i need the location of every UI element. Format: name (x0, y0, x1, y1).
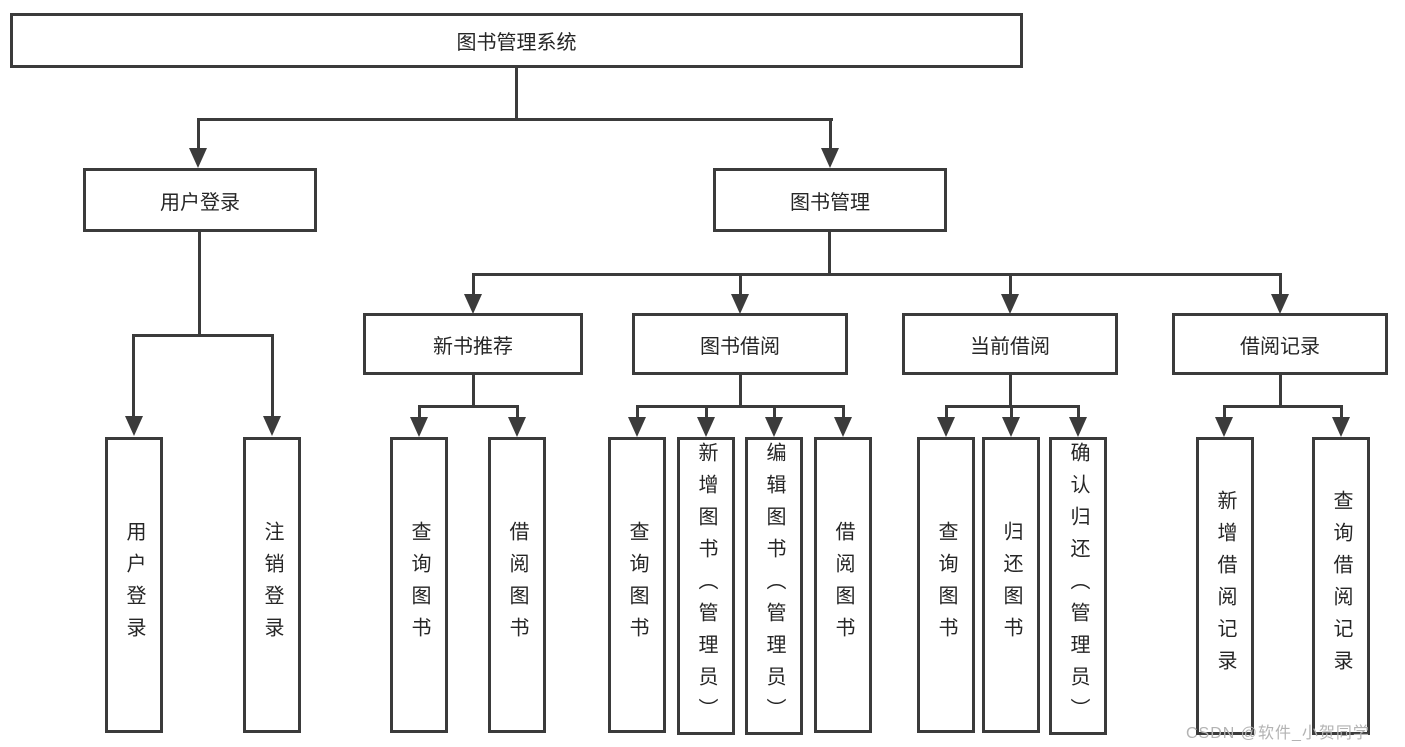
connector-cb-vline (1009, 375, 1012, 408)
connector-root-hline (197, 118, 833, 121)
node-leaf-borrow-books-2-label: 借阅图书 (832, 521, 854, 649)
arrow-down-icon (937, 417, 955, 437)
connector-nbr-arrow2-shaft (516, 405, 519, 419)
connector-bm-arrow3-shaft (1009, 273, 1012, 297)
node-leaf-edit-books-admin: 编辑图书（管理员） (745, 437, 803, 735)
node-leaf-borrow-books-1: 借阅图书 (488, 437, 546, 733)
arrow-down-icon (464, 294, 482, 314)
connector-nbr-vline (472, 375, 475, 408)
node-leaf-user-login: 用户登录 (105, 437, 163, 733)
arrow-down-icon (189, 148, 207, 168)
node-borrowing-records-label: 借阅记录 (1240, 335, 1320, 358)
node-new-book-recommend-label: 新书推荐 (433, 335, 513, 358)
connector-book-management-vline (828, 232, 831, 276)
node-leaf-borrow-books-2: 借阅图书 (814, 437, 872, 733)
connector-cb-arrow2-shaft (1010, 405, 1013, 419)
node-current-borrowing: 当前借阅 (902, 313, 1118, 375)
arrow-down-icon (1215, 417, 1233, 437)
node-leaf-query-books-3: 查询图书 (917, 437, 975, 733)
arrow-down-icon (765, 417, 783, 437)
arrow-down-icon (1002, 417, 1020, 437)
connector-nbr-arrow1-shaft (418, 405, 421, 419)
node-leaf-query-books-2: 查询图书 (608, 437, 666, 733)
connector-bm-arrow4-shaft (1279, 273, 1282, 297)
node-leaf-edit-books-admin-label: 编辑图书（管理员） (763, 442, 785, 730)
node-leaf-logout-label: 注销登录 (261, 521, 283, 649)
arrow-down-icon (1332, 417, 1350, 437)
node-leaf-return-books: 归还图书 (982, 437, 1040, 733)
node-leaf-add-books-admin: 新增图书（管理员） (677, 437, 735, 735)
node-current-borrowing-label: 当前借阅 (970, 335, 1050, 358)
node-user-login-label: 用户登录 (160, 191, 240, 214)
arrow-down-icon (628, 417, 646, 437)
connector-bb-arrow3-shaft (773, 405, 776, 419)
node-book-borrowing-label: 图书借阅 (700, 335, 780, 358)
connector-user-login-hline (132, 334, 274, 337)
node-root-label: 图书管理系统 (456, 32, 577, 54)
connector-book-management-hline (473, 273, 1281, 276)
connector-nbr-hline (418, 405, 519, 408)
connector-bb-arrow2-shaft (705, 405, 708, 419)
node-leaf-query-books-1: 查询图书 (390, 437, 448, 733)
arrow-down-icon (1271, 294, 1289, 314)
arrow-down-icon (410, 417, 428, 437)
node-leaf-user-login-label: 用户登录 (123, 521, 145, 649)
arrow-down-icon (263, 416, 281, 436)
node-borrowing-records: 借阅记录 (1172, 313, 1388, 375)
node-book-management: 图书管理 (713, 168, 947, 232)
connector-user-login-arrow1-shaft (132, 334, 135, 418)
node-leaf-add-borrow-record-label: 新增借阅记录 (1214, 490, 1236, 682)
node-leaf-query-borrow-record: 查询借阅记录 (1312, 437, 1370, 735)
connector-br-vline (1279, 375, 1282, 408)
connector-bb-arrow4-shaft (842, 405, 845, 419)
node-user-login: 用户登录 (83, 168, 317, 232)
connector-cb-arrow1-shaft (945, 405, 948, 419)
node-leaf-add-borrow-record: 新增借阅记录 (1196, 437, 1254, 735)
connector-bb-hline (636, 405, 845, 408)
connector-br-arrow2-shaft (1340, 405, 1343, 419)
node-book-management-label: 图书管理 (790, 191, 870, 214)
node-leaf-query-books-1-label: 查询图书 (408, 521, 430, 649)
connector-root-arrow1-shaft (197, 118, 200, 151)
arrow-down-icon (508, 417, 526, 437)
arrow-down-icon (834, 417, 852, 437)
arrow-down-icon (731, 294, 749, 314)
node-new-book-recommend: 新书推荐 (363, 313, 583, 375)
node-leaf-confirm-return-admin-label: 确认归还（管理员） (1067, 442, 1089, 730)
node-leaf-logout: 注销登录 (243, 437, 301, 733)
connector-bm-arrow2-shaft (739, 273, 742, 297)
node-root: 图书管理系统 (10, 13, 1023, 68)
arrow-down-icon (1001, 294, 1019, 314)
arrow-down-icon (1069, 417, 1087, 437)
node-leaf-query-books-2-label: 查询图书 (626, 521, 648, 649)
connector-user-login-vline (198, 232, 201, 337)
arrow-down-icon (697, 417, 715, 437)
node-leaf-return-books-label: 归还图书 (1000, 521, 1022, 649)
connector-bb-vline (739, 375, 742, 408)
connector-bm-arrow1-shaft (472, 273, 475, 297)
node-leaf-add-books-admin-label: 新增图书（管理员） (695, 442, 717, 730)
csdn-watermark: CSDN @软件_小贺同学 (1186, 725, 1370, 742)
connector-cb-arrow3-shaft (1077, 405, 1080, 419)
node-leaf-query-borrow-record-label: 查询借阅记录 (1330, 490, 1352, 682)
connector-root-vline (515, 68, 518, 118)
node-leaf-borrow-books-1-label: 借阅图书 (506, 521, 528, 649)
connector-user-login-arrow2-shaft (271, 334, 274, 418)
arrow-down-icon (821, 148, 839, 168)
node-leaf-query-books-3-label: 查询图书 (935, 521, 957, 649)
node-leaf-confirm-return-admin: 确认归还（管理员） (1049, 437, 1107, 735)
connector-br-hline (1223, 405, 1342, 408)
connector-br-arrow1-shaft (1223, 405, 1226, 419)
arrow-down-icon (125, 416, 143, 436)
node-book-borrowing: 图书借阅 (632, 313, 848, 375)
connector-root-arrow2-shaft (829, 118, 832, 151)
connector-bb-arrow1-shaft (636, 405, 639, 419)
